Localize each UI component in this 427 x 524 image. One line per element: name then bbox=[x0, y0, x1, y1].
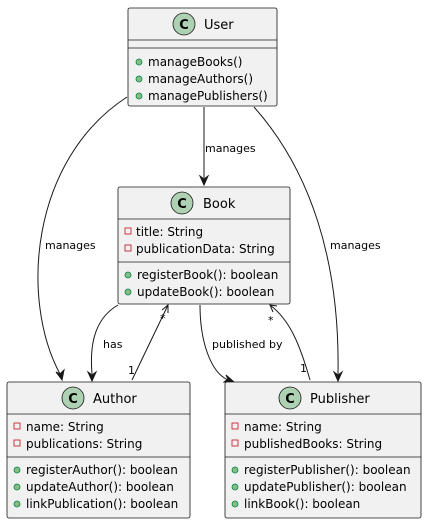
private-field-icon bbox=[124, 227, 132, 235]
class-user-method: manageAuthors() bbox=[148, 72, 253, 86]
class-book-field: publicationData: String bbox=[136, 242, 275, 256]
class-author-method: registerAuthor(): boolean bbox=[26, 463, 178, 477]
class-type-icon bbox=[172, 12, 196, 36]
public-method-icon bbox=[231, 466, 239, 474]
private-field-icon bbox=[13, 439, 21, 447]
mult-publisher-side: 1 bbox=[300, 362, 307, 375]
private-field-icon bbox=[13, 422, 21, 430]
public-method-icon bbox=[231, 500, 239, 508]
edge-book-publisher bbox=[199, 304, 229, 381]
class-user: C User manageBooks() manageAuthors() man… bbox=[127, 7, 278, 107]
class-book-method: registerBook(): boolean bbox=[137, 268, 278, 282]
class-author-method: linkPublication(): boolean bbox=[26, 497, 178, 511]
class-type-icon bbox=[170, 191, 194, 215]
class-author-name: Author bbox=[93, 392, 137, 407]
arrowhead-user-publisher bbox=[332, 370, 344, 383]
class-publisher-box bbox=[224, 381, 422, 519]
public-method-icon bbox=[13, 466, 21, 474]
public-method-icon bbox=[13, 500, 21, 508]
class-book-field: title: String bbox=[136, 225, 203, 239]
edge-label-user-author: manages bbox=[45, 239, 96, 252]
edge-label-book-author: has bbox=[103, 338, 123, 351]
class-author-box bbox=[6, 381, 191, 519]
class-type-letter: C bbox=[179, 18, 189, 33]
class-type-icon bbox=[278, 386, 302, 410]
public-method-icon bbox=[135, 58, 143, 66]
open-arrow-author-book bbox=[161, 303, 169, 313]
class-user-box bbox=[127, 7, 278, 107]
class-publisher: C Publisher name: String publishedBooks:… bbox=[224, 381, 422, 519]
mult-author-side: 1 bbox=[128, 364, 135, 377]
class-type-letter: C bbox=[68, 392, 78, 407]
private-field-icon bbox=[124, 244, 132, 252]
class-publisher-method: updatePublisher(): boolean bbox=[244, 480, 407, 494]
edge-author-book bbox=[131, 304, 169, 381]
class-author: C Author name: String publications: Stri… bbox=[6, 381, 191, 519]
public-method-icon bbox=[13, 483, 21, 491]
class-book-name: Book bbox=[203, 197, 236, 212]
class-publisher-field: publishedBooks: String bbox=[244, 437, 382, 451]
class-user-method: managePublishers() bbox=[148, 89, 268, 103]
public-method-icon bbox=[135, 92, 143, 100]
class-publisher-method: registerPublisher(): boolean bbox=[244, 463, 411, 477]
edge-label-user-publisher: manages bbox=[330, 239, 381, 252]
class-author-field: name: String bbox=[26, 420, 104, 434]
mult-book-side-author: * bbox=[160, 312, 166, 325]
class-publisher-method: linkBook(): boolean bbox=[244, 497, 360, 511]
edge-user-author bbox=[37, 96, 128, 375]
public-method-icon bbox=[231, 483, 239, 491]
arrowhead-user-author bbox=[55, 368, 65, 382]
class-type-icon bbox=[61, 386, 85, 410]
class-book-box bbox=[117, 186, 291, 305]
private-field-icon bbox=[231, 422, 239, 430]
arrowhead-user-book bbox=[198, 174, 210, 187]
class-type-letter: C bbox=[285, 392, 295, 407]
edge-label-user-book: manages bbox=[205, 142, 256, 155]
arrowhead-book-author bbox=[86, 370, 98, 383]
class-publisher-field: name: String bbox=[244, 420, 322, 434]
class-book: C Book title: String publicationData: St… bbox=[117, 186, 291, 305]
edge-book-author bbox=[90, 304, 119, 375]
edge-user-publisher bbox=[253, 106, 339, 375]
class-publisher-name: Publisher bbox=[310, 392, 370, 407]
edge-publisher-book bbox=[269, 304, 311, 381]
class-author-field: publications: String bbox=[26, 437, 142, 451]
public-method-icon bbox=[124, 288, 132, 296]
class-book-method: updateBook(): boolean bbox=[137, 285, 274, 299]
public-method-icon bbox=[124, 271, 132, 279]
public-method-icon bbox=[135, 75, 143, 83]
private-field-icon bbox=[231, 439, 239, 447]
open-arrow-publisher-book bbox=[269, 304, 278, 313]
class-type-letter: C bbox=[177, 197, 187, 212]
edge-label-book-publisher: published by bbox=[212, 338, 283, 351]
class-user-name: User bbox=[204, 18, 234, 33]
class-author-method: updateAuthor(): boolean bbox=[26, 480, 174, 494]
mult-book-side-publisher: * bbox=[268, 314, 274, 327]
class-user-method: manageBooks() bbox=[148, 55, 242, 69]
